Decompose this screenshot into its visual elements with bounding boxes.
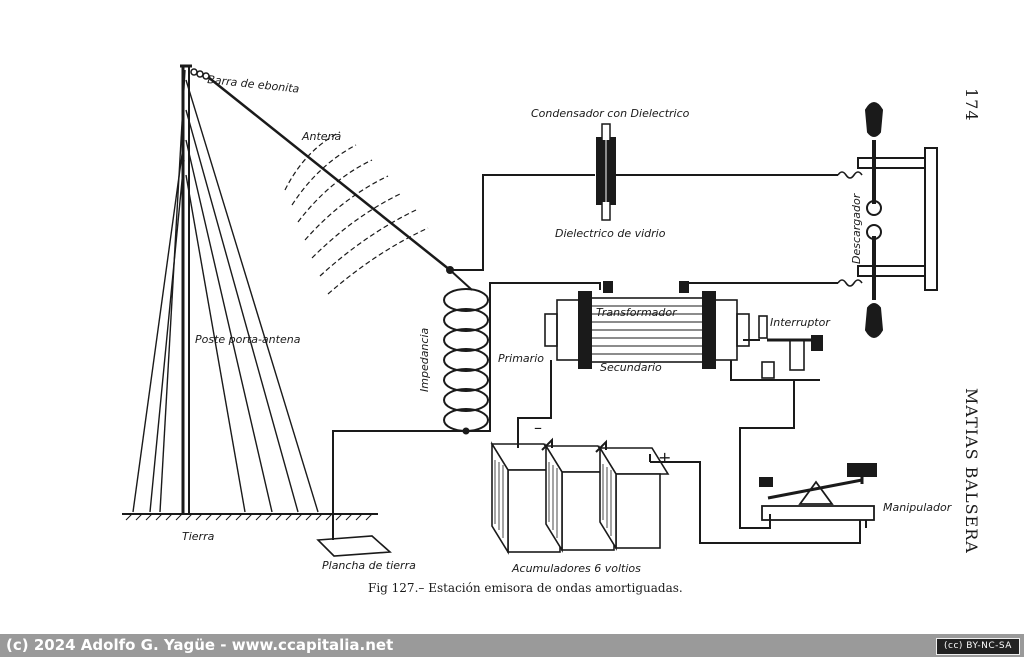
antenna-mast	[180, 64, 192, 514]
wire-primary	[517, 360, 552, 440]
cc-license-badge: (cc) BY-NC-SA	[936, 638, 1020, 655]
label-key: Manipulador	[883, 501, 953, 514]
label-primary: Primario	[498, 352, 544, 365]
wire-key	[650, 461, 861, 544]
figure-caption: Fig 127.– Estación emisora de ondas amor…	[368, 581, 683, 595]
wire-top	[450, 174, 838, 271]
label-ebonite-bar: Barra de ebonita	[207, 73, 300, 96]
label-ground-plate: Plancha de tierra	[322, 559, 416, 572]
label-secondary: Secundario	[600, 361, 662, 374]
label-transformer: Transformador	[596, 306, 678, 319]
label-plus: +	[658, 448, 671, 467]
running-head: MATIAS BALSERA	[962, 388, 981, 554]
label-condenser: Condensador con Dielectrico	[531, 107, 690, 120]
label-spark-gap: Descargador	[850, 192, 863, 264]
antenna-wire	[207, 76, 451, 271]
batteries	[490, 437, 670, 555]
page-number: 174	[962, 88, 981, 122]
credit-bar: (c) 2024 Adolfo G. Yagüe - www.ccapitali…	[0, 634, 1024, 657]
ground-line	[122, 513, 378, 521]
mast-stays	[132, 69, 319, 513]
condenser	[596, 123, 616, 221]
ebonite-insulator	[190, 68, 210, 80]
telegraph-key	[759, 463, 877, 528]
wire-ground	[332, 430, 466, 540]
label-minus: –	[534, 418, 542, 437]
label-batteries: Acumuladores 6 voltios	[511, 562, 641, 575]
spark-gap	[837, 102, 938, 338]
label-impedance: Impedancia	[418, 327, 431, 392]
label-dielectric: Dielectrico de vidrio	[555, 227, 666, 240]
label-interrupter: Interruptor	[770, 316, 831, 329]
credit-text: (c) 2024 Adolfo G. Yagüe - www.ccapitali…	[6, 636, 394, 654]
interrupter	[732, 315, 823, 381]
label-ground: Tierra	[182, 530, 215, 543]
label-mast: Poste porta-antena	[195, 333, 301, 346]
label-antenna: Antena	[301, 130, 342, 143]
radiated-waves	[284, 131, 429, 295]
impedance-coil	[443, 269, 489, 435]
ground-plate	[316, 535, 392, 557]
transformer	[544, 281, 750, 369]
